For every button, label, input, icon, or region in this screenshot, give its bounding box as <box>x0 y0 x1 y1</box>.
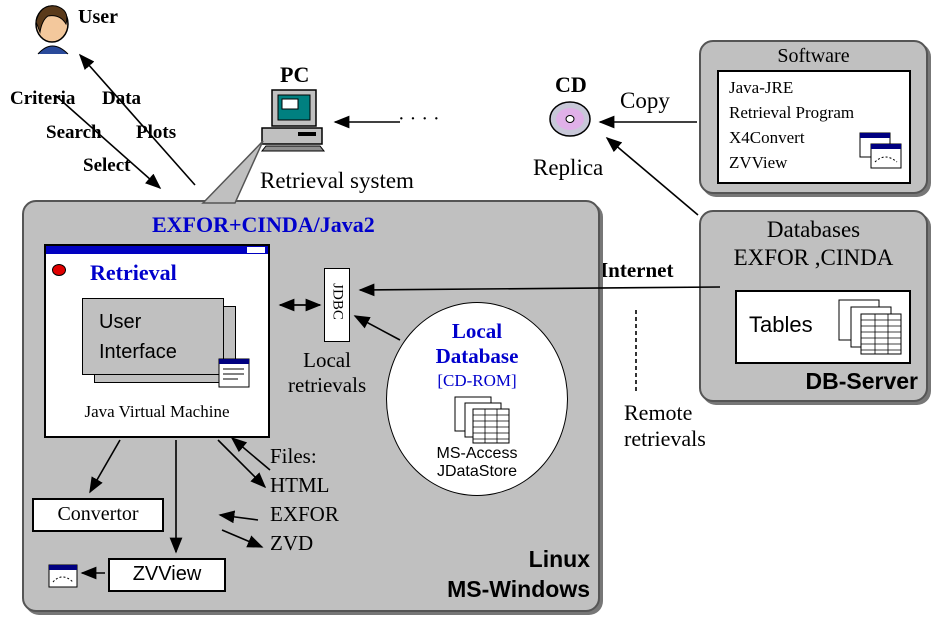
jdbc-box: JDBC <box>324 268 350 342</box>
retrievals-label: retrievals <box>624 426 706 451</box>
files-list: Files: HTML EXFOR ZVD <box>270 442 339 558</box>
software-item: ZVView <box>729 153 788 172</box>
user-label: User <box>78 6 118 28</box>
convertor-box: Convertor <box>32 498 164 532</box>
files-label: Files: <box>270 444 317 468</box>
cd-icon <box>549 101 591 137</box>
platforms-label: Linux MS-Windows <box>447 544 590 604</box>
tables-box: Tables <box>735 290 911 364</box>
software-item: Java-JRE <box>729 78 794 97</box>
software-item: Retrieval Program <box>729 103 855 122</box>
criteria-label: Criteria <box>10 88 76 109</box>
pc-callout <box>201 140 264 204</box>
zvd-label: ZVD <box>270 531 314 555</box>
convertor-label: Convertor <box>57 503 139 525</box>
software-item: X4Convert <box>729 128 805 147</box>
retrieval-system-label: Retrieval system <box>260 168 414 193</box>
db-server-panel: Databases EXFOR ,CINDA Tables DB-Server <box>699 210 928 402</box>
localdb-line1: Local <box>451 319 503 343</box>
table-icon <box>838 299 902 355</box>
local-database-circle: Local Database [CD-ROM] MS-Access JDataS… <box>386 302 568 496</box>
table-icon <box>454 396 510 444</box>
cdrom-label: [CD-ROM] <box>437 371 517 390</box>
software-list: Java-JRE Retrieval Program X4Convert ZVV… <box>729 75 854 175</box>
local-label: Local <box>303 348 351 372</box>
databases-subtitle: EXFOR ,CINDA <box>733 245 894 270</box>
zvview-label: ZVView <box>132 563 202 585</box>
window-controls-icon[interactable] <box>247 247 265 253</box>
db-server-name: DB-Server <box>805 368 919 394</box>
plot-window-icon <box>48 564 78 588</box>
localdb-line2: Database <box>435 344 519 368</box>
pc-icon <box>260 89 326 152</box>
cd-label: CD <box>555 72 587 97</box>
software-title: Software <box>777 45 850 67</box>
msaccess-label: MS-Access <box>436 445 518 462</box>
ui-label: User Interface <box>99 307 177 367</box>
data-label: Data <box>102 88 142 109</box>
jvm-label: Java Virtual Machine <box>84 402 230 421</box>
select-label: Select <box>83 155 131 176</box>
mswindows-label: MS-Windows <box>447 576 590 602</box>
db-engines: MS-Access JDataStore <box>387 445 567 481</box>
local-database-title: Local Database <box>387 319 567 369</box>
dotted-link: · · · · <box>398 108 440 130</box>
retrieval-title: Retrieval <box>90 260 177 285</box>
linux-label: Linux <box>528 546 590 572</box>
main-panel: EXFOR+CINDA/Java2 Retrieval User Interfa… <box>22 200 600 612</box>
search-label: Search <box>46 122 102 143</box>
databases-title: Databases <box>766 217 861 242</box>
software-list-box: Java-JRE Retrieval Program X4Convert ZVV… <box>717 70 911 184</box>
form-icon <box>218 358 250 388</box>
app-logo-icon <box>52 264 66 276</box>
user-icon <box>35 5 69 55</box>
tables-label: Tables <box>749 312 813 337</box>
remote-retrievals-label: Remote retrievals <box>624 400 706 452</box>
jdatastore-label: JDataStore <box>436 463 518 480</box>
replica-label: Replica <box>533 155 604 180</box>
exfor-label: EXFOR <box>270 502 339 526</box>
copy-label: Copy <box>620 88 670 113</box>
local-retrievals-text: retrievals <box>288 373 367 397</box>
internet-label: Internet <box>600 258 674 282</box>
pc-label: PC <box>280 62 310 87</box>
user-interface-box: User Interface <box>82 298 224 375</box>
zvview-box: ZVView <box>108 558 226 592</box>
window-icon <box>859 132 902 169</box>
local-retrievals-label: Local retrievals <box>288 348 366 398</box>
html-label: HTML <box>270 473 330 497</box>
plots-label: Plots <box>136 122 177 143</box>
window-titlebar <box>46 246 268 254</box>
ui-line2: Interface <box>99 341 177 363</box>
ui-line1: User <box>99 311 142 333</box>
software-panel: Software Java-JRE Retrieval Program X4Co… <box>699 40 928 194</box>
main-title: EXFOR+CINDA/Java2 <box>152 212 375 237</box>
remote-label: Remote <box>624 400 693 425</box>
retrieval-window: Retrieval User Interface Java Virtual Ma… <box>44 244 270 438</box>
